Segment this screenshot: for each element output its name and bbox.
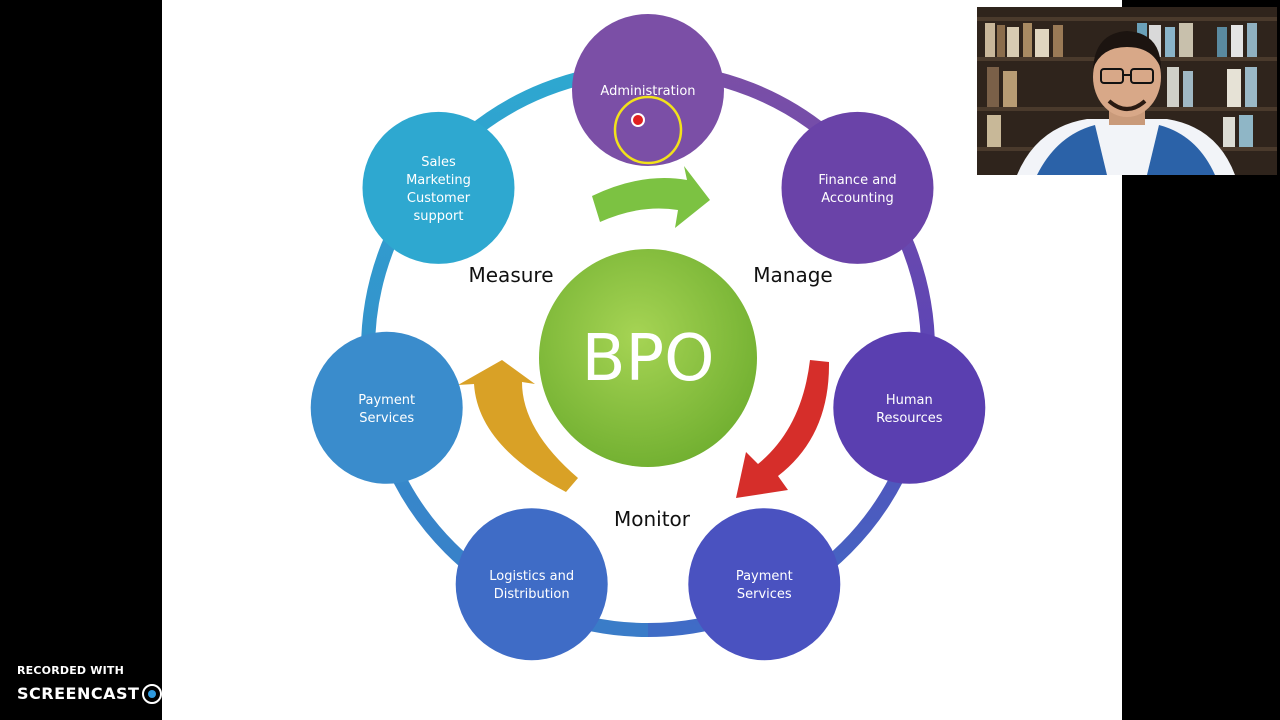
process-node-label: Resources	[876, 411, 943, 426]
process-node-circle	[572, 14, 724, 166]
process-node-label: Payment	[358, 393, 415, 408]
watermark-recorded-with: RECORDED WITH	[17, 664, 125, 677]
process-node-label: Sales	[421, 155, 456, 170]
watermark-brand-left: SCREENCAST	[17, 684, 140, 703]
process-node-label: Customer	[407, 191, 471, 206]
process-node-circle	[362, 111, 515, 264]
green-arrow	[592, 166, 710, 228]
process-node-circle	[781, 111, 934, 264]
process-node-label: Logistics and	[489, 569, 574, 584]
mouse-cursor-highlight	[613, 95, 683, 165]
red-arrow	[736, 360, 830, 498]
process-node-label: Human	[886, 393, 933, 408]
process-node-label: Finance and	[818, 173, 896, 188]
process-node-label: Services	[737, 587, 792, 602]
presenter-webcam	[977, 7, 1277, 175]
presenter-webcam-icon	[977, 7, 1277, 175]
phase-label-monitor: Monitor	[614, 507, 691, 531]
phase-label-measure: Measure	[469, 263, 554, 287]
center-circle	[539, 249, 757, 467]
process-node-circle	[688, 508, 841, 661]
presentation-slide: BPO Measure Manage Monitor Administratio…	[162, 0, 1122, 720]
process-node-circle	[455, 508, 608, 661]
process-node-label: Services	[359, 411, 414, 426]
screencast-logo-icon	[142, 684, 163, 704]
screencast-watermark: RECORDED WITH SCREENCAST MATIC	[17, 664, 237, 708]
watermark-brand: SCREENCAST MATIC	[17, 684, 224, 704]
process-node: Administration	[572, 14, 724, 166]
watermark-brand-right: MATIC	[165, 684, 224, 703]
process-node-label: Marketing	[406, 173, 471, 188]
process-node-label: Administration	[600, 84, 695, 99]
process-node-circle	[310, 331, 463, 484]
cycle-arrows	[458, 166, 830, 498]
center-label: BPO	[582, 322, 715, 396]
center-node: BPO	[539, 249, 757, 467]
phase-label-manage: Manage	[753, 263, 832, 287]
process-node-label: Payment	[736, 569, 793, 584]
bpo-cycle-diagram: BPO Measure Manage Monitor Administratio…	[310, 14, 986, 661]
process-node-label: Distribution	[494, 587, 570, 602]
process-node-circle	[833, 331, 986, 484]
process-node-label: Accounting	[821, 191, 894, 206]
cursor-dot-icon	[631, 113, 645, 127]
gold-arrow	[458, 360, 578, 492]
process-node-label: support	[414, 209, 464, 224]
cursor-ring	[613, 95, 683, 165]
